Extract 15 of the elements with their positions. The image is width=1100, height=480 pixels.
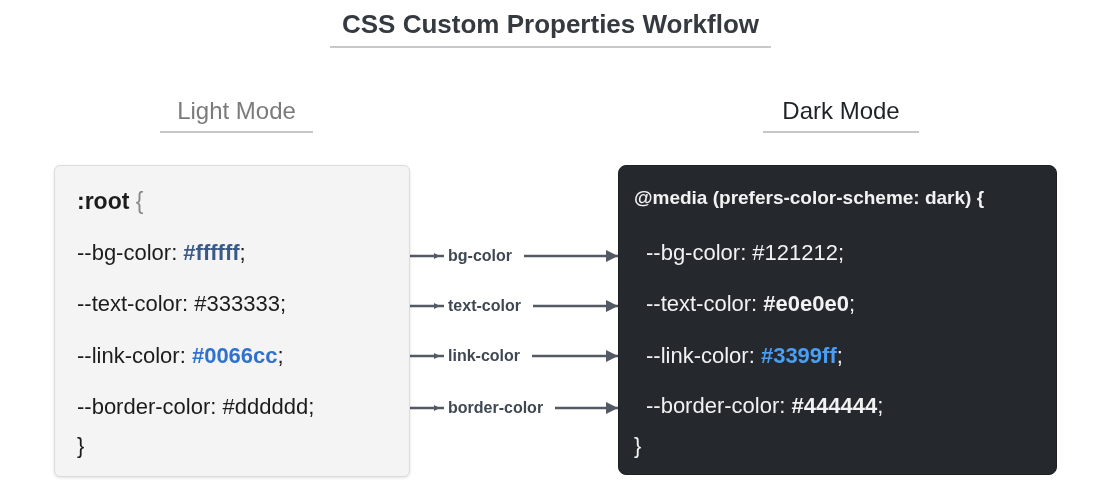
diagram-title: CSS Custom Properties Workflow [330, 8, 771, 48]
code-line: } [77, 432, 85, 460]
code-line: --bg-color: #ffffff; [77, 239, 246, 267]
code-line: --text-color: #e0e0e0; [646, 290, 856, 318]
panel-heading: Light Mode [160, 96, 313, 133]
code-line: --border-color: #444444; [646, 392, 884, 420]
code-line: } [634, 432, 642, 460]
code-line: --border-color: #dddddd; [77, 393, 315, 421]
code-line: @media (prefers-color-scheme: dark) { [634, 186, 985, 210]
code-line: :root { [77, 187, 144, 216]
code-line: --link-color: #3399ff; [646, 342, 843, 370]
code-line: --link-color: #0066cc; [77, 342, 284, 370]
panel-heading: Dark Mode [763, 96, 919, 133]
code-line: --text-color: #333333; [77, 290, 287, 318]
code-line: --bg-color: #121212; [646, 239, 845, 267]
